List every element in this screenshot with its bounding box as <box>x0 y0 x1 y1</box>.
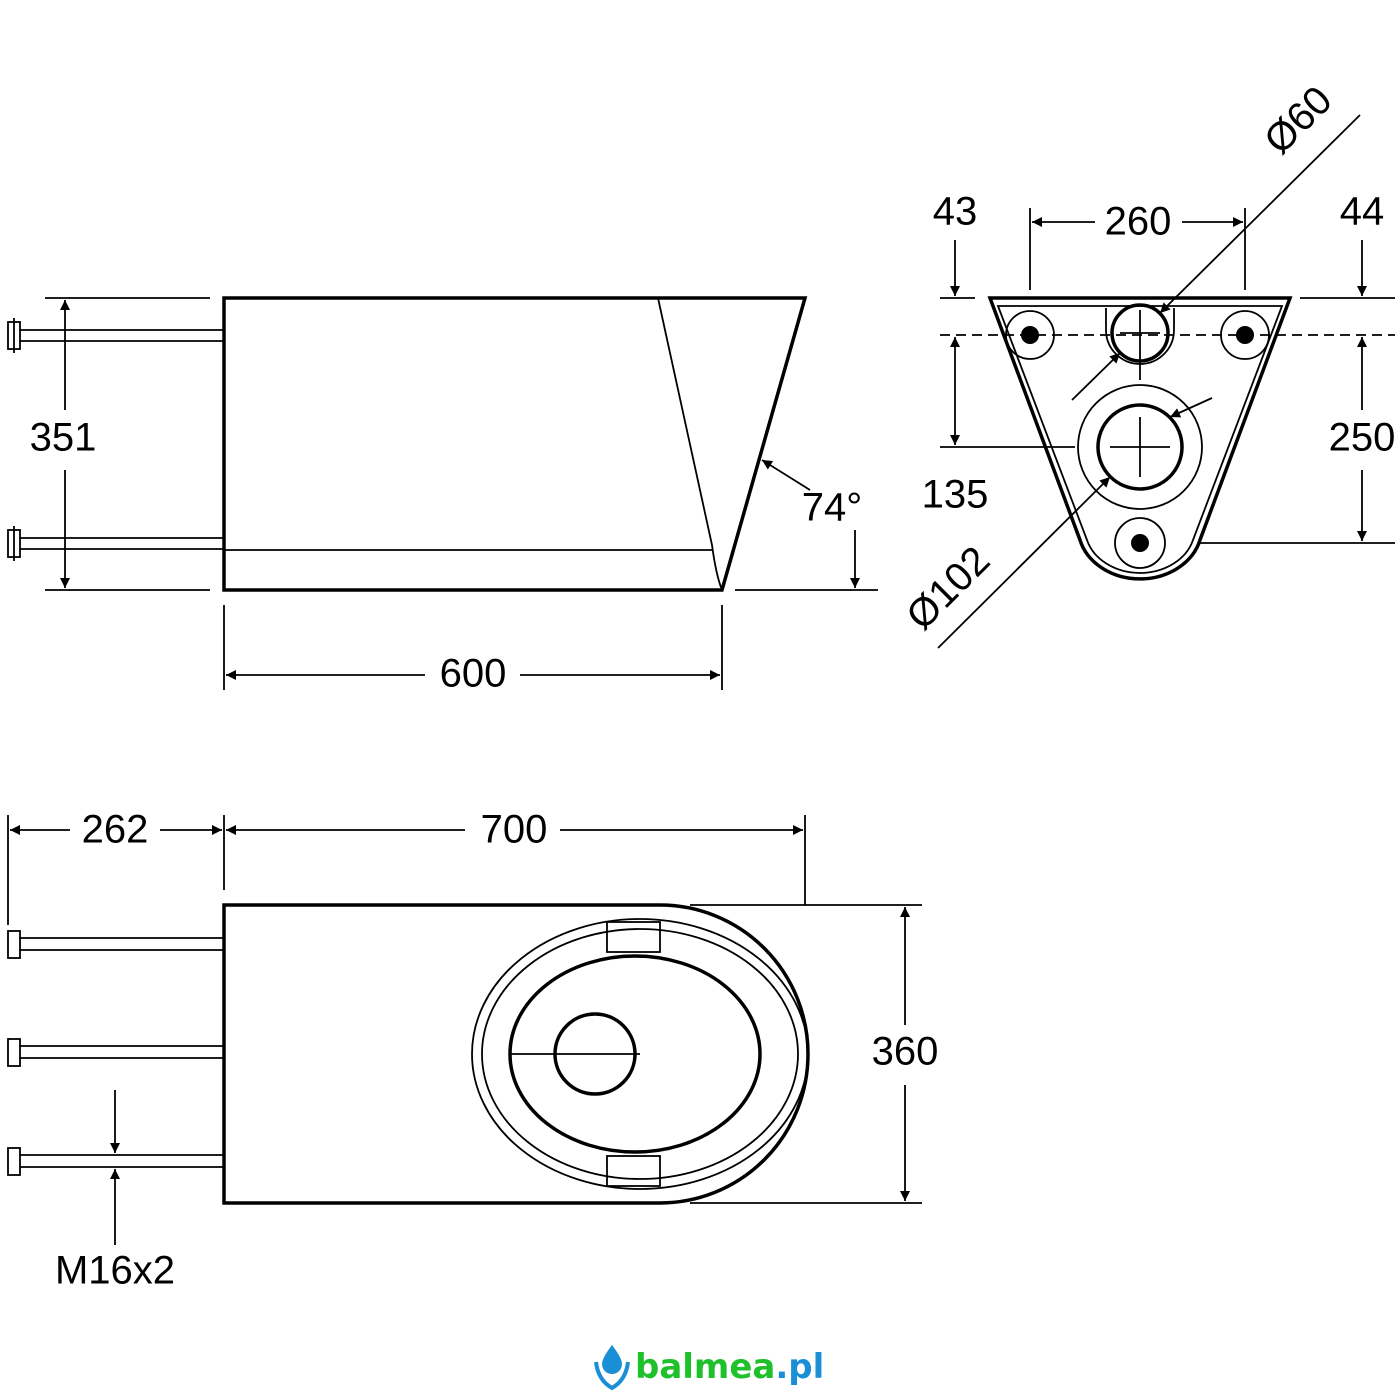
dim-left-43: 43 <box>933 190 978 234</box>
logo-name: balmea <box>635 1347 775 1387</box>
side-bolt-lower <box>7 526 224 561</box>
dim-length-700: 700 <box>481 808 548 852</box>
water-drop-icon <box>602 1345 622 1374</box>
dim-diameter-60: Ø60 <box>1256 78 1341 163</box>
dim-bolt-spacing-260: 260 <box>1105 200 1172 244</box>
front-view: 260 43 44 135 250 Ø60 Ø102 <box>898 78 1396 649</box>
side-bolt-upper <box>7 318 224 353</box>
side-body-outline <box>222 296 808 592</box>
top-bolt-1 <box>7 930 224 959</box>
dim-height-351: 351 <box>30 416 97 460</box>
logo-suffix: .pl <box>775 1347 824 1387</box>
dim-angle-74: 74° <box>802 486 863 530</box>
hands-icon <box>594 1361 630 1391</box>
outlet-circle-102 <box>1096 403 1184 491</box>
dim-thread-m16x2: M16x2 <box>55 1249 175 1293</box>
top-view: 262 700 360 M16x2 <box>7 808 939 1293</box>
logo-text: balmea.pl <box>635 1347 824 1387</box>
dim-diameter-102: Ø102 <box>898 538 998 638</box>
front-body-outline <box>987 296 1293 581</box>
dim-height-250: 250 <box>1329 416 1396 460</box>
side-inner-edge <box>657 297 723 591</box>
side-view: 351 600 74° <box>7 296 878 696</box>
dim-outlet-height-135: 135 <box>922 473 989 517</box>
dim-right-44: 44 <box>1340 190 1385 234</box>
dim-bolt-length-262: 262 <box>82 808 149 852</box>
dim-length-600: 600 <box>440 652 507 696</box>
balmea-logo: balmea.pl <box>594 1345 824 1391</box>
seat-rim <box>471 918 809 1190</box>
bolt-hole-bottom <box>1114 517 1166 569</box>
top-bolt-3 <box>7 1147 224 1176</box>
dim-width-360: 360 <box>872 1030 939 1074</box>
top-bolt-2 <box>7 1038 224 1067</box>
